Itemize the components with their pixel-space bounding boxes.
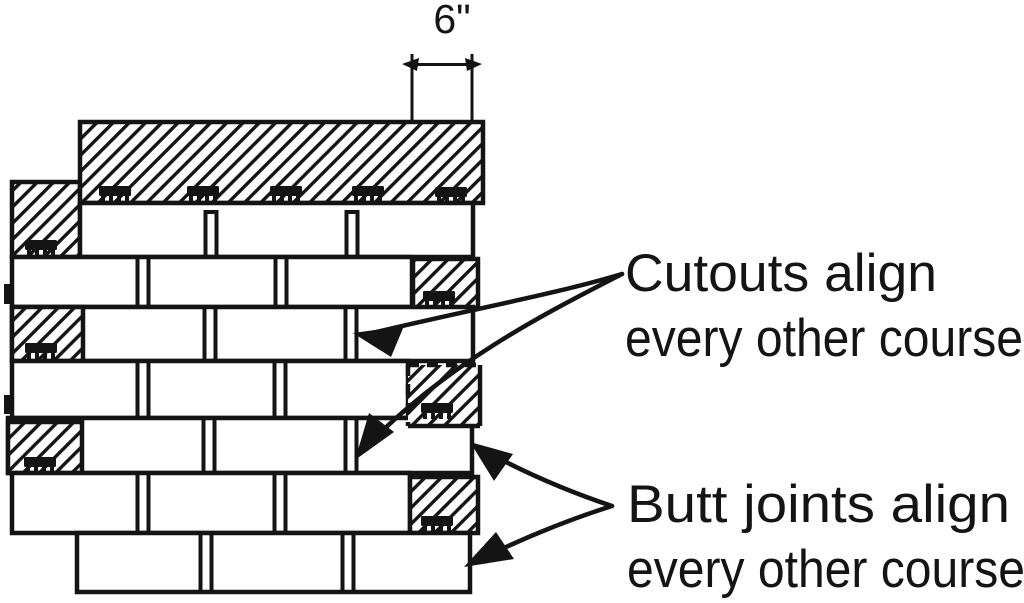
arrowhead-butt-lower-icon xyxy=(464,532,514,567)
annotation-butt-joints-line1: Butt joints align xyxy=(627,475,1010,534)
annotation-butt-joints-line2: every other course xyxy=(627,540,1024,599)
cutout-slot-course6 xyxy=(135,473,288,533)
annotation-cutouts-line2: every other course xyxy=(625,309,1023,368)
shingle-courses xyxy=(5,119,486,595)
cutout-slot-course1 xyxy=(203,210,360,257)
butt-joints-leader-arrows xyxy=(464,442,615,567)
edge-step-mark xyxy=(4,284,13,304)
arrowhead-cutouts-lower-icon xyxy=(355,413,394,460)
tab-band-course1 xyxy=(77,200,476,260)
arrowhead-butt-upper-icon xyxy=(470,442,513,481)
tab-band-course6 xyxy=(9,470,413,536)
cutout-slot-course3 xyxy=(202,307,359,361)
tab-band-course2 xyxy=(9,254,415,310)
cutout-slot-course4 xyxy=(135,361,288,418)
left-edge-steps xyxy=(4,284,13,414)
cutout-slot-course2 xyxy=(135,257,289,307)
leader-curve-cutouts-upper xyxy=(365,271,625,337)
dimension-6in: 6" xyxy=(402,0,482,120)
annotation-cutouts-line1: Cutouts align xyxy=(625,244,937,303)
arrowhead-cutouts-upper-icon xyxy=(353,326,404,357)
tab-band-course4 xyxy=(9,358,411,421)
edge-step-mark xyxy=(4,395,13,414)
dimension-label: 6" xyxy=(433,0,470,42)
tab-band-course7 xyxy=(74,530,473,595)
cutout-slots xyxy=(135,210,360,592)
cutout-slot-course7 xyxy=(198,533,356,592)
cutout-slot-course5 xyxy=(201,418,359,473)
dimension-arrow-left-icon xyxy=(402,58,419,71)
cutouts-leader-arrows xyxy=(353,271,625,460)
leader-curve-cutouts-lower xyxy=(363,271,625,450)
annotation-texts: Cutouts align every other course Butt jo… xyxy=(625,244,1024,599)
dimension-arrow-right-icon xyxy=(465,58,482,71)
hidden-shingle-dashed-outline xyxy=(405,362,483,429)
